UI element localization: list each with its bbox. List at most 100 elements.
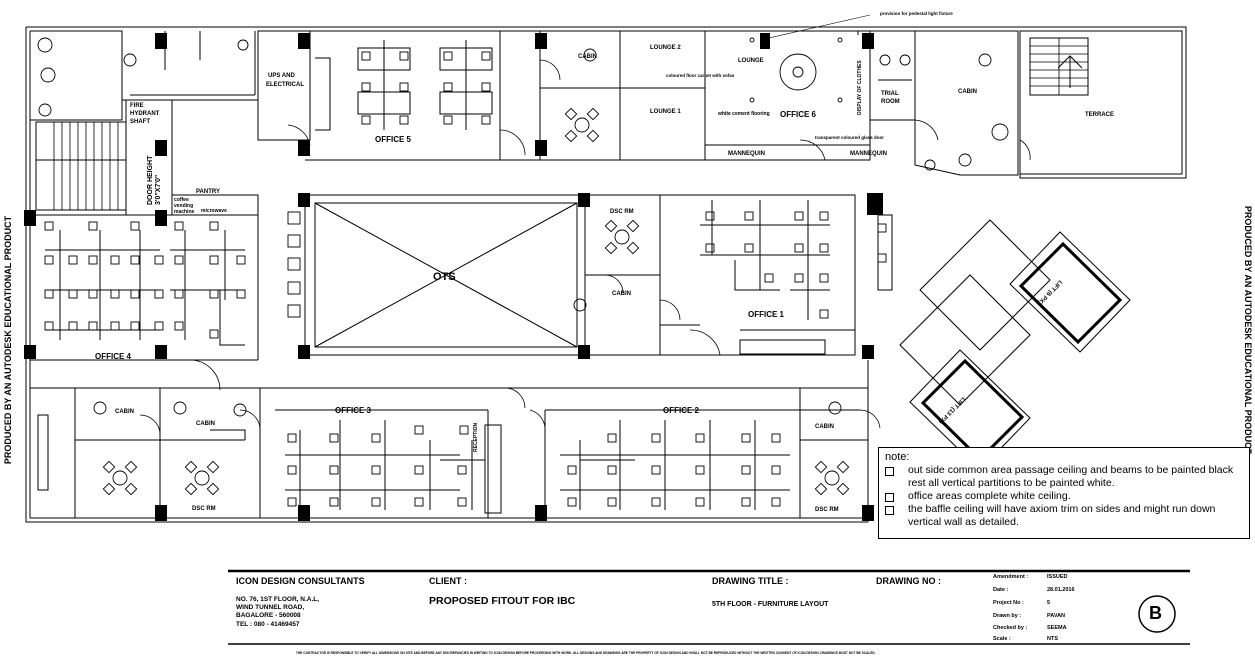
revision-letter: B — [1149, 603, 1162, 623]
label-office1: OFFICE 1 — [748, 310, 785, 319]
label-lounge: LOUNGE — [738, 58, 764, 64]
terrace — [1019, 30, 1183, 175]
lounge-walls — [540, 30, 706, 161]
desks-office5 — [357, 40, 493, 130]
outer-wall — [25, 26, 1018, 523]
office6-walls — [705, 30, 871, 161]
amendment-label: Amendment : — [993, 574, 1029, 580]
label-fire3: SHAFT — [130, 119, 150, 125]
note-item-2: office areas complete white ceiling. — [885, 490, 1243, 503]
company-name: ICON DESIGN CONSULTANTS — [236, 576, 365, 586]
notes-title: note: — [885, 451, 910, 463]
label-office6: OFFICE 6 — [780, 110, 817, 119]
note-text-3: the baffle ceiling will have axiom trim … — [908, 503, 1216, 528]
label-coffee2: vending — [174, 203, 193, 209]
label-dsc-3: DSC RM — [815, 507, 839, 513]
label-lounge2: LOUNGE 2 — [650, 45, 681, 51]
stair-arrow — [1057, 55, 1083, 88]
checked-label: Checked by : — [993, 625, 1028, 631]
staircase — [35, 121, 127, 211]
side-bench — [37, 414, 49, 491]
client-label: CLIENT : — [429, 576, 467, 586]
reception-counter — [484, 424, 502, 514]
label-lift2: LIFT (13 PX) — [937, 396, 966, 425]
outer-wall-right — [1018, 26, 1187, 179]
label-coffee1: coffee — [174, 197, 189, 203]
note-checkbox — [885, 493, 894, 502]
label-carpet: coloured floor carpet with sofas — [666, 73, 735, 78]
label-white-cement: white cement flooring — [717, 111, 770, 117]
note-item-1: out side common area passage ceiling and… — [885, 464, 1243, 490]
drawing-title-value: 5TH FLOOR - FURNITURE LAYOUT — [712, 601, 829, 608]
telephone: TEL : 080 - 41469457 — [236, 621, 300, 628]
label-door-height2: 3'0"X7'0" — [155, 175, 162, 205]
label-office2: OFFICE 2 — [663, 406, 700, 415]
note-text-2: office areas complete white ceiling. — [908, 490, 1071, 502]
label-pedestal: provision for pedestal light fixture — [880, 11, 953, 16]
note-checkbox — [885, 506, 894, 515]
label-fire1: FIRE — [130, 103, 144, 109]
cabin-right — [914, 30, 1019, 176]
label-terrace: TERRACE — [1085, 112, 1114, 118]
desks-office4 — [45, 230, 245, 340]
trial-room — [869, 30, 916, 121]
label-glass-door: transparent coloured glass door — [815, 135, 884, 140]
note-checkbox — [885, 467, 894, 476]
label-mannequin-1: MANNEQUIN — [728, 151, 765, 157]
office1-walls — [585, 194, 856, 356]
label-cabin-3: CABIN — [612, 291, 631, 297]
label-office4: OFFICE 4 — [95, 352, 132, 361]
label-dsc-2: DSC RM — [192, 506, 216, 512]
label-lounge1: LOUNGE 1 — [650, 109, 681, 115]
scale-label: Scale : — [993, 636, 1011, 642]
label-fire2: HYDRANT — [130, 111, 160, 117]
cabin-partitions — [75, 388, 868, 518]
label-microwave: microwave — [201, 208, 227, 214]
pedestal-leader — [759, 14, 871, 41]
disclaimer: THE CONTRACTOR IS RESPONSIBLE TO VERIFY … — [296, 651, 876, 655]
office4-walls — [30, 214, 259, 361]
label-trial1: TRIAL — [881, 91, 899, 97]
label-office5: OFFICE 5 — [375, 135, 412, 144]
columns — [24, 33, 883, 521]
round-tables — [37, 37, 1009, 496]
label-cabin-1: CABIN — [578, 54, 597, 60]
label-lift1: LIFT (6 PX) — [1036, 279, 1062, 305]
label-pantry: PANTRY — [196, 189, 220, 195]
checked-value: SEEMA — [1047, 625, 1067, 631]
client-value: PROPOSED FITOUT FOR IBC — [429, 595, 576, 607]
label-cabin-4: CABIN — [115, 409, 134, 415]
drawing-title-label: DRAWING TITLE : — [712, 576, 789, 586]
stair-treads — [53, 122, 119, 210]
scale-value: NTS — [1047, 636, 1058, 642]
outer-wall-bottom — [30, 360, 869, 523]
address-line-1: NO. 76, 1ST FLOOR, N.A.L, — [236, 596, 320, 603]
side-counter — [877, 214, 893, 291]
note-item-3: the baffle ceiling will have axiom trim … — [885, 503, 1243, 529]
office5-walls — [305, 30, 541, 161]
label-mannequin-2: MANNEQUIN — [850, 151, 887, 157]
label-reception: RECEPTION — [473, 422, 479, 452]
label-coffee3: machine — [174, 209, 195, 215]
label-display: DISPLAY OF CLOTHES — [857, 60, 863, 115]
drawn-value: PAVAN — [1047, 613, 1066, 619]
label-ots: OTS — [433, 271, 456, 283]
notes-box: note: out side common area passage ceili… — [878, 447, 1250, 539]
watermark-left: PRODUCED BY AN AUTODESK EDUCATIONAL PROD… — [3, 215, 13, 465]
note-text-1: out side common area passage ceiling and… — [908, 464, 1234, 489]
label-office3: OFFICE 3 — [335, 406, 372, 415]
stair-right — [1029, 37, 1089, 96]
desks-office3 — [285, 420, 485, 510]
label-cabin-6: CABIN — [815, 424, 834, 430]
label-cabin-5: CABIN — [196, 421, 215, 427]
project-value: 5 — [1047, 600, 1051, 606]
drawn-label: Drawn by : — [993, 613, 1022, 619]
lift-core — [899, 219, 1051, 406]
label-ups: UPS AND — [268, 73, 295, 79]
label-trial2: ROOM — [881, 99, 900, 105]
label-dsc-1: DSC RM — [610, 209, 634, 215]
chairs — [44, 51, 887, 507]
door-swings — [139, 59, 1031, 434]
label-ups2: ELECTRICAL — [266, 82, 304, 88]
